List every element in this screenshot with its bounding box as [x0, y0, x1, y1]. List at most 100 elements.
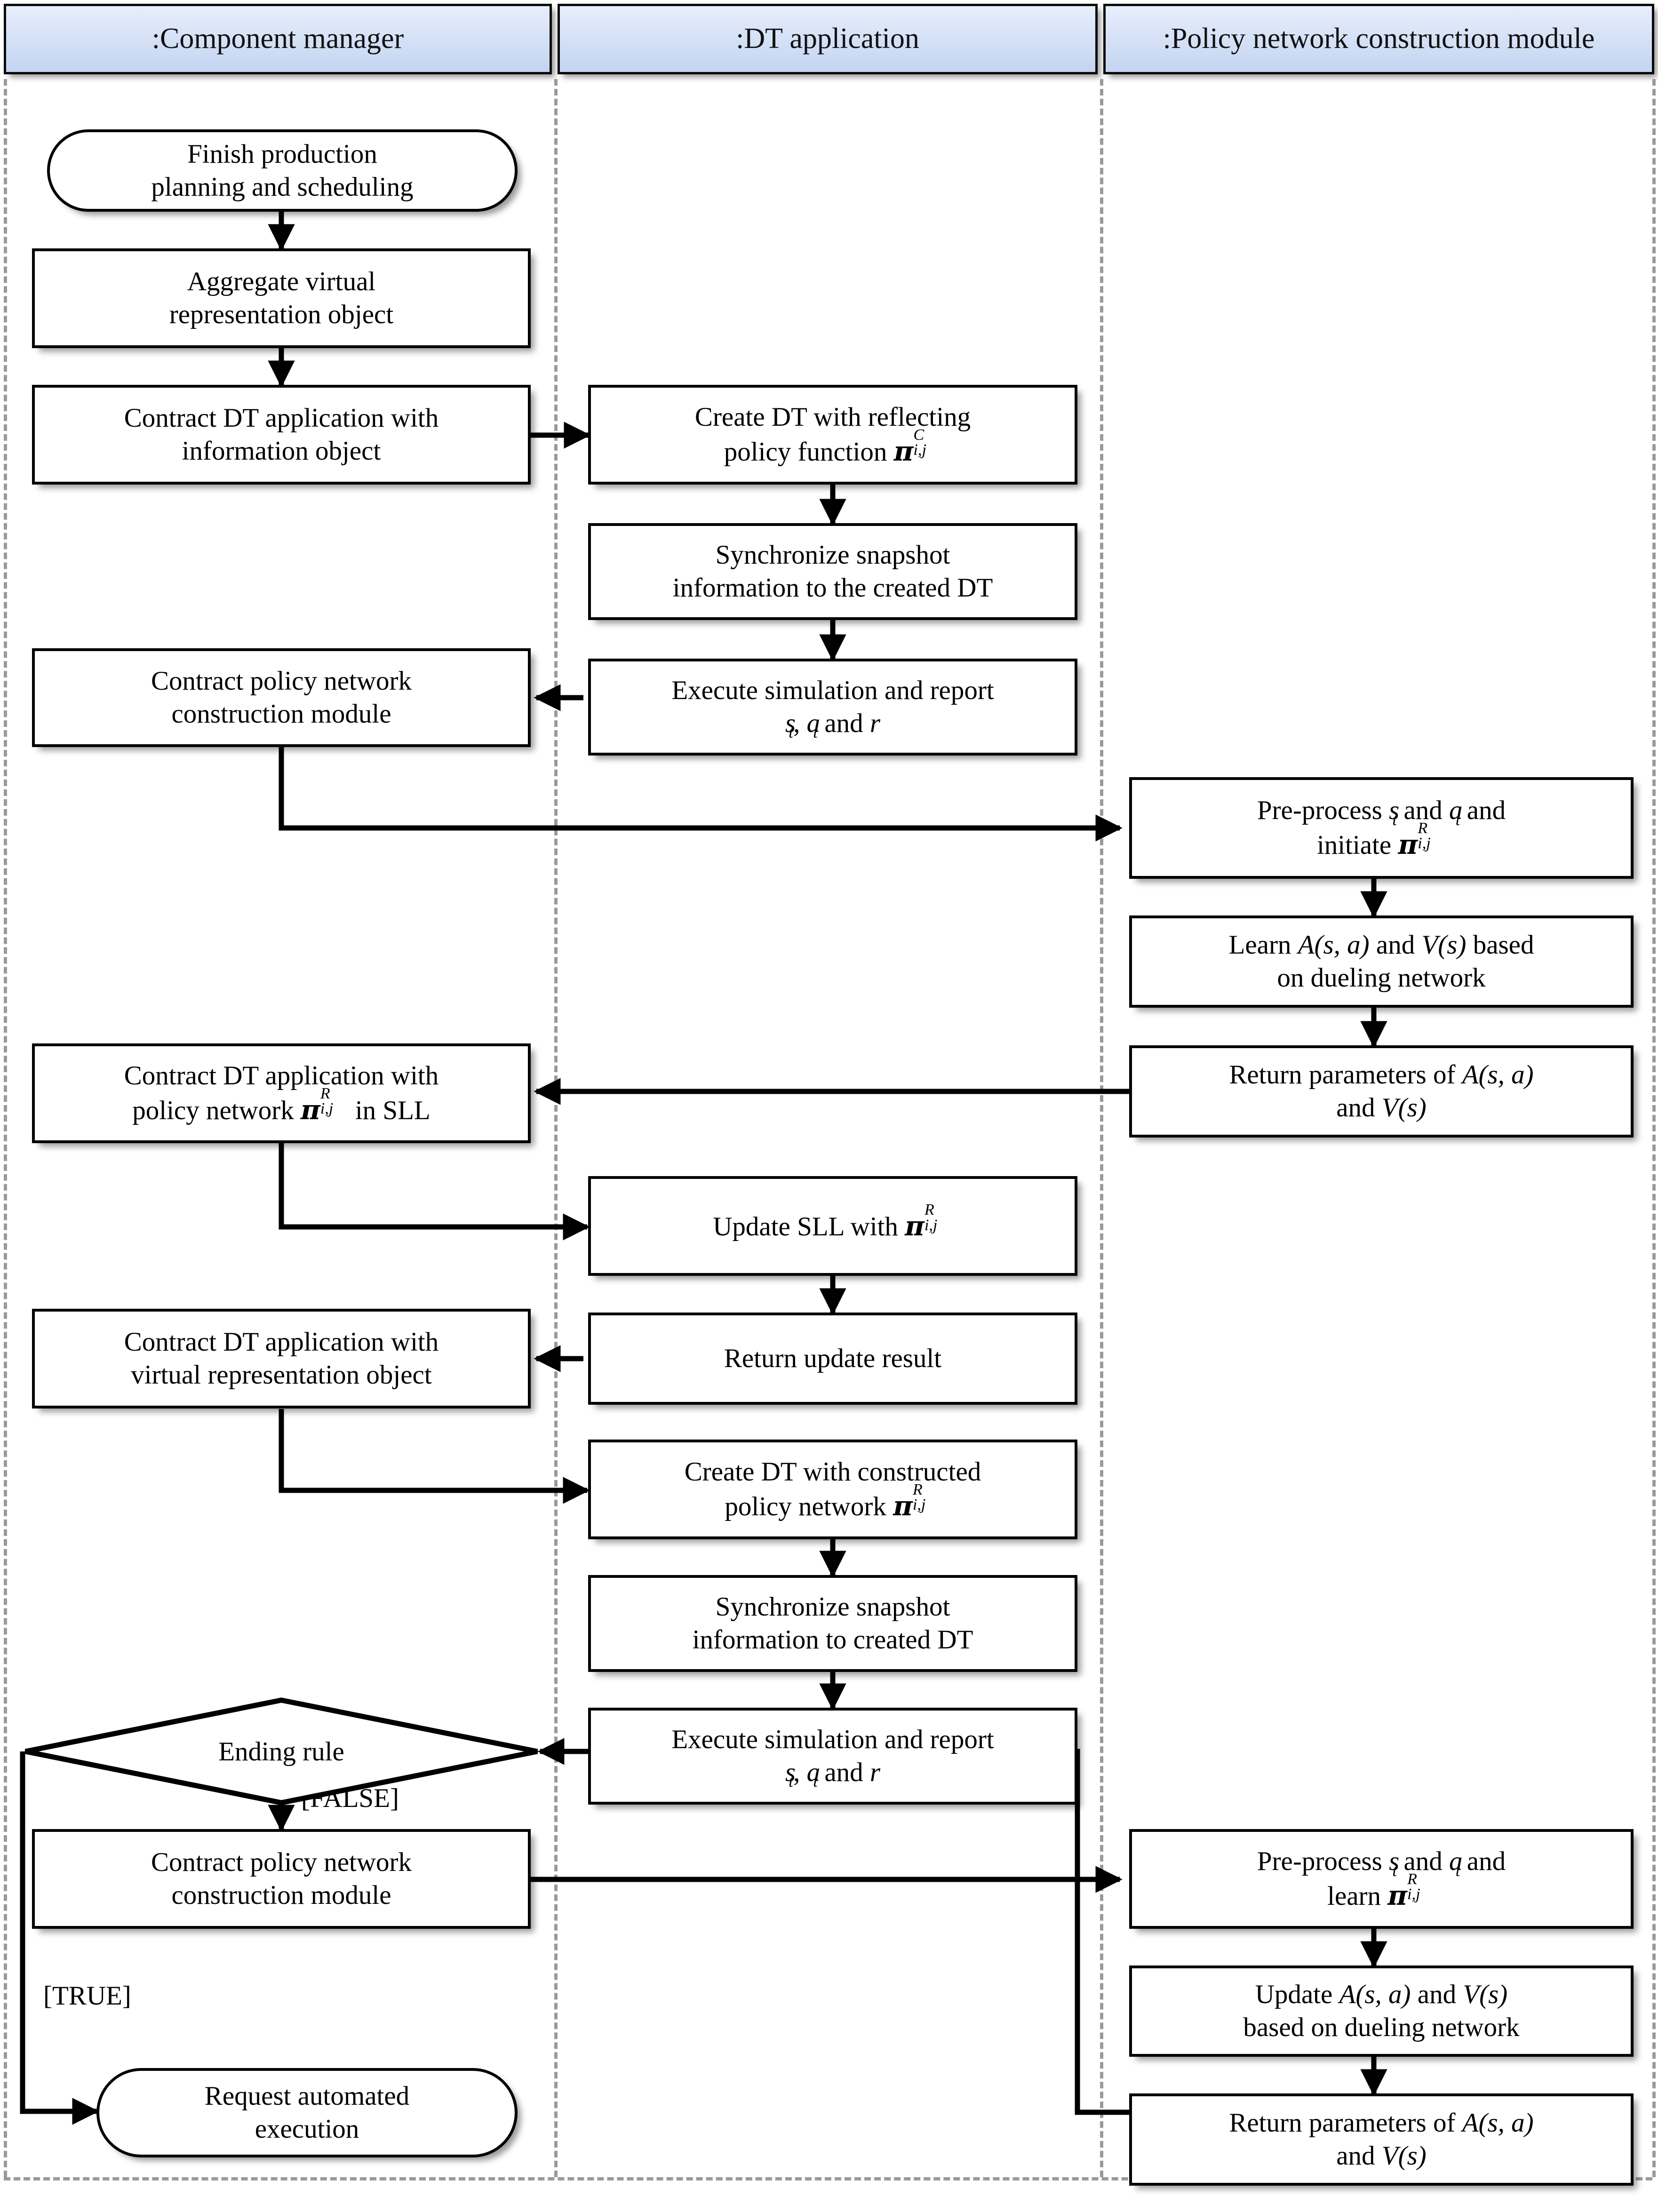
lane-header-label: :Policy network construction module: [1163, 23, 1595, 55]
lane-edge-left: [4, 79, 7, 2177]
node-line: Synchronize snapshot: [715, 540, 950, 570]
node-line: Synchronize snapshot: [715, 1592, 950, 1622]
math-superscript: R: [912, 1481, 923, 1499]
lane-divider-2: [1100, 79, 1103, 2177]
lane-header-policy-network-construction-module: :Policy network construction module: [1103, 4, 1654, 74]
node-line: Create DT with constructed: [684, 1457, 981, 1487]
conjunction: and: [1336, 1093, 1375, 1122]
node-contract-dt-application-policy-network-sll[interactable]: Contract DT application with policy netw…: [32, 1043, 531, 1143]
node-line: Aggregate virtual: [187, 267, 376, 297]
node-aggregate-virtual-representation-object[interactable]: Aggregate virtual representation object: [32, 248, 531, 348]
lane-header-component-manager: :Component manager: [4, 4, 552, 74]
decision-label: Ending rule: [218, 1736, 344, 1766]
lane-bottom-edge: [4, 2177, 1652, 2180]
lane-header-dt-application: :DT application: [558, 4, 1098, 74]
node-line: Return update result: [724, 1344, 942, 1374]
node-line: information to the created DT: [672, 573, 993, 603]
node-line: on dueling network: [1277, 963, 1486, 993]
node-return-update-result[interactable]: Return update result: [588, 1313, 1077, 1405]
math-A-s-a: A(s, a): [1462, 2108, 1534, 2138]
node-update-advantage-value-dueling-network[interactable]: Update A(s, a) and V(s) based on dueling…: [1129, 1965, 1634, 2057]
node-line: based on dueling network: [1243, 2013, 1520, 2042]
node-line: representation object: [169, 300, 394, 329]
node-execute-simulation-report-1[interactable]: Execute simulation and report st, at and…: [588, 659, 1077, 756]
node-line: Pre-process: [1257, 796, 1382, 826]
math-r: r: [869, 1758, 881, 1787]
math-superscript: R: [924, 1201, 934, 1219]
node-return-parameters-2[interactable]: Return parameters of A(s, a) and V(s): [1129, 2093, 1634, 2186]
node-line: Contract DT application with: [124, 1327, 439, 1357]
node-finish-production-planning[interactable]: Finish production planning and schedulin…: [47, 129, 518, 212]
math-subscript: i,j: [913, 441, 926, 459]
node-line: policy function: [724, 437, 887, 467]
math-subscript-t: t: [789, 723, 794, 742]
node-create-dt-constructed-policy-network[interactable]: Create DT with constructed policy networ…: [588, 1440, 1077, 1539]
math-pi: π: [905, 1210, 925, 1242]
math-subscript: i,j: [1407, 1886, 1420, 1903]
math-pi: π: [1387, 1880, 1408, 1911]
node-line: Create DT with reflecting: [694, 402, 971, 432]
node-create-dt-reflecting-policy-function[interactable]: Create DT with reflecting policy functio…: [588, 385, 1077, 485]
flow-n7-n8: [279, 747, 1123, 842]
flow-n11-n12: [279, 1143, 590, 1241]
math-V-s: V(s): [1381, 2141, 1427, 2171]
node-line: Contract DT application with: [124, 1061, 439, 1091]
node-line: Return parameters of: [1229, 1060, 1456, 1090]
guard-label-true: [TRUE]: [43, 1981, 131, 2011]
node-execute-simulation-report-2[interactable]: Execute simulation and report st, at and…: [588, 1708, 1077, 1805]
node-request-automated-execution[interactable]: Request automated execution: [96, 2068, 518, 2157]
node-contract-policy-network-construction-module-1[interactable]: Contract policy network construction mod…: [32, 648, 531, 747]
conjunction: and: [1403, 1846, 1443, 1877]
conjunction: and: [824, 1758, 863, 1787]
math-V-s: V(s): [1463, 1980, 1508, 2010]
math-V-s: V(s): [1421, 930, 1467, 960]
conjunction: and: [1403, 796, 1443, 826]
math-superscript: C: [913, 426, 925, 444]
conjunction: and: [824, 708, 863, 738]
node-contract-dt-application-information-object[interactable]: Contract DT application with information…: [32, 385, 531, 485]
math-s: s: [785, 708, 796, 738]
math-A-s-a: A(s, a): [1462, 1060, 1534, 1090]
node-line: information to created DT: [692, 1625, 973, 1655]
math-A-s-a: A(s, a): [1339, 1980, 1411, 2010]
lane-divider-1: [554, 79, 558, 2177]
math-superscript: R: [1418, 820, 1428, 837]
node-line: Learn: [1228, 930, 1291, 960]
node-line: construction module: [171, 1880, 391, 1910]
node-line: construction module: [171, 699, 391, 729]
node-line: Update: [1255, 1980, 1333, 2010]
node-line: Return parameters of: [1229, 2108, 1456, 2138]
node-contract-dt-application-virtual-representation-object[interactable]: Contract DT application with virtual rep…: [32, 1309, 531, 1408]
node-line: learn: [1327, 1881, 1381, 1911]
math-pi: π: [893, 1490, 913, 1522]
node-line: Pre-process: [1257, 1846, 1382, 1877]
node-decision-ending-rule[interactable]: Ending rule: [23, 1697, 540, 1806]
math-pi: π: [301, 1094, 320, 1126]
node-contract-policy-network-construction-module-2[interactable]: Contract policy network construction mod…: [32, 1829, 531, 1929]
node-learn-advantage-value-dueling-network[interactable]: Learn A(s, a) and V(s) based on dueling …: [1129, 915, 1634, 1008]
conjunction: and: [1467, 796, 1506, 826]
math-superscript: R: [320, 1085, 330, 1103]
node-line: Finish production: [187, 139, 377, 169]
math-subscript-t: t: [1455, 1861, 1460, 1880]
math-subscript-t: t: [813, 1772, 818, 1791]
node-return-parameters-1[interactable]: Return parameters of A(s, a) and V(s): [1129, 1045, 1634, 1138]
math-subscript-t: t: [1392, 1861, 1397, 1880]
node-line: Contract policy network: [151, 1847, 412, 1878]
node-synchronize-snapshot-to-created-dt-2[interactable]: Synchronize snapshot information to crea…: [588, 1575, 1077, 1672]
conjunction: and: [1376, 930, 1415, 960]
lane-edge-right: [1652, 79, 1656, 2177]
math-pi: π: [1398, 829, 1418, 860]
lane-header-label: :DT application: [736, 23, 919, 55]
node-line: based: [1473, 930, 1534, 960]
math-subscript-t: t: [1392, 810, 1397, 829]
node-synchronize-snapshot-to-created-dt-1[interactable]: Synchronize snapshot information to the …: [588, 523, 1077, 620]
node-line: in SLL: [355, 1096, 430, 1125]
flow-n14-n15: [279, 1409, 590, 1504]
node-line: Execute simulation and report: [671, 1725, 994, 1755]
lane-header-label: :Component manager: [151, 23, 404, 55]
math-subscript: i,j: [912, 1496, 926, 1514]
